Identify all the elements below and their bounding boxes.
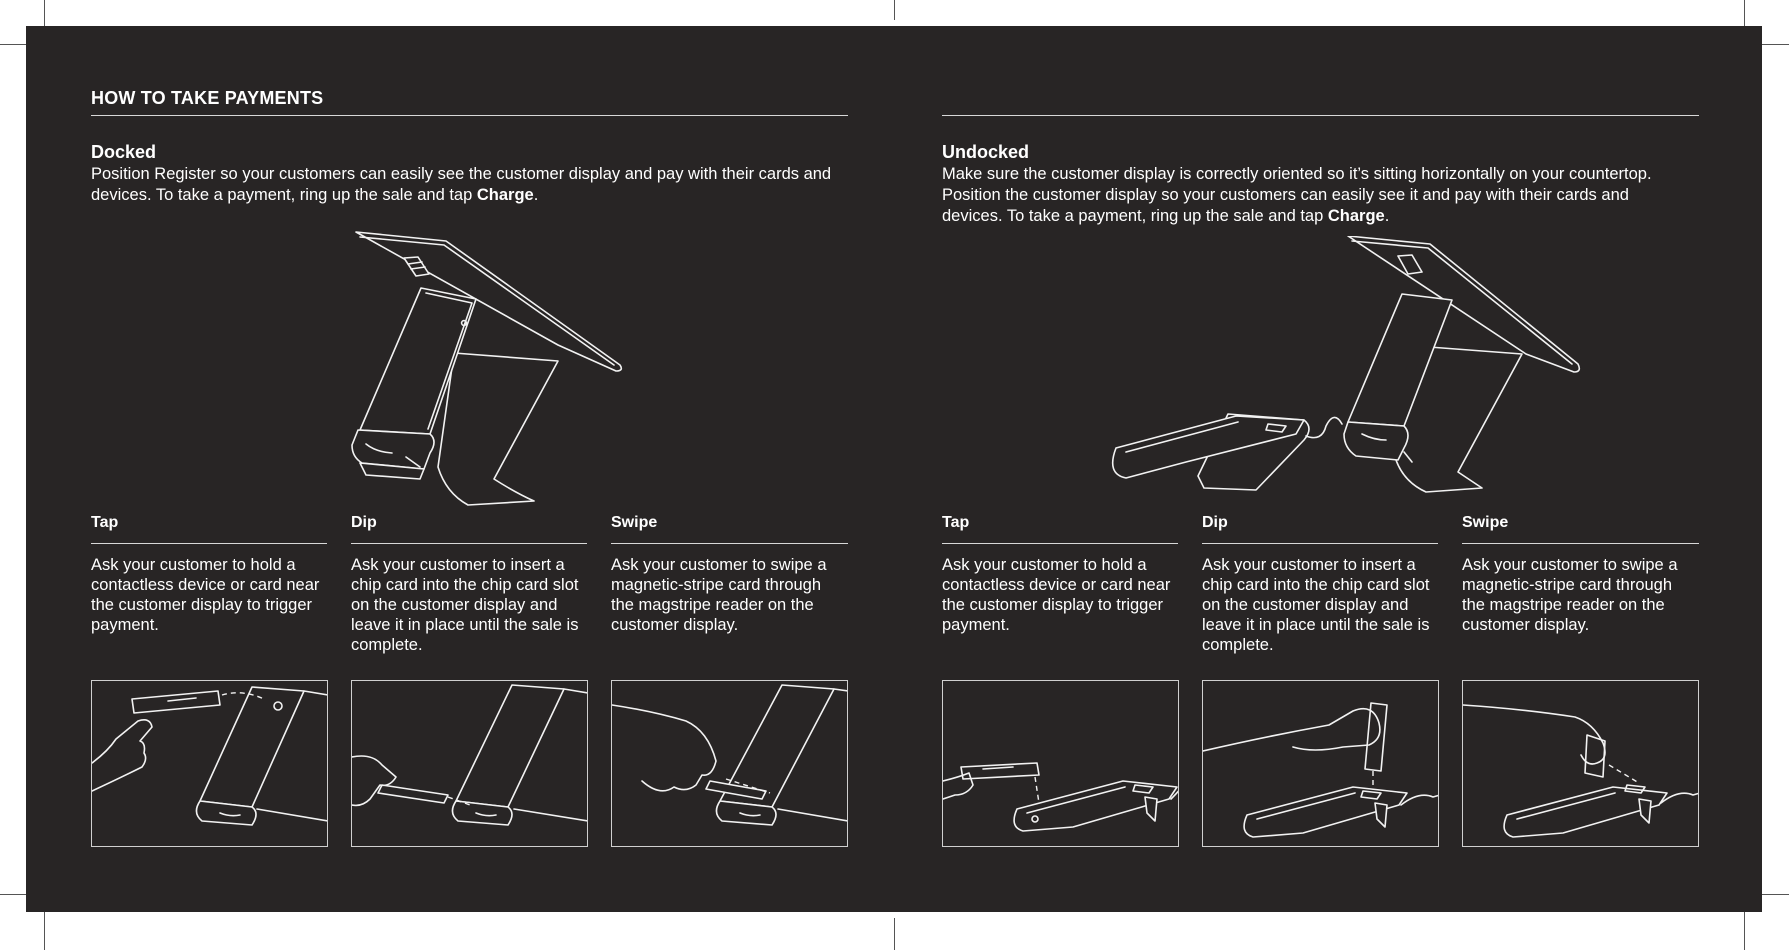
tap-column: Tap Ask your customer to hold a contactl…	[942, 514, 1178, 634]
column-text: Ask your customer to insert a chip card …	[351, 556, 579, 654]
dip-column: Dip Ask your customer to insert a chip c…	[351, 514, 587, 654]
column-title: Tap	[91, 514, 119, 531]
crop-mark	[44, 0, 45, 28]
column-title: Dip	[1202, 514, 1228, 531]
crop-mark	[44, 912, 45, 950]
undocked-register-illustration	[1111, 236, 1581, 493]
docked-register-illustration	[351, 231, 623, 506]
crop-mark	[894, 0, 895, 20]
section-text-docked: Position Register so your customers can …	[91, 165, 832, 204]
tap-illustration	[91, 680, 328, 847]
crop-mark	[1744, 912, 1745, 950]
booklet-spread: HOW TO TAKE PAYMENTS Docked Position Reg…	[26, 26, 1762, 912]
crop-mark	[1744, 0, 1745, 28]
right-payment-columns: Tap Ask your customer to hold a contactl…	[942, 514, 1699, 874]
column-text: Ask your customer to swipe a magnetic-st…	[611, 556, 827, 634]
column-rule	[91, 543, 327, 544]
swipe-column: Swipe Ask your customer to swipe a magne…	[611, 514, 848, 634]
page-title: HOW TO TAKE PAYMENTS	[91, 88, 324, 108]
column-title: Tap	[942, 514, 970, 531]
left-payment-columns: Tap Ask your customer to hold a contactl…	[91, 514, 848, 874]
crop-mark	[1762, 894, 1789, 895]
tap-illustration	[942, 680, 1179, 847]
crop-mark	[0, 44, 28, 45]
crop-mark	[0, 894, 28, 895]
swipe-column: Swipe Ask your customer to swipe a magne…	[1462, 514, 1699, 634]
column-rule	[1202, 543, 1438, 544]
dip-column: Dip Ask your customer to insert a chip c…	[1202, 514, 1438, 654]
column-rule	[942, 543, 1178, 544]
section-text-undocked: Make sure the customer display is correc…	[942, 165, 1652, 225]
column-text: Ask your customer to hold a contactless …	[942, 556, 1171, 634]
column-title: Swipe	[1462, 514, 1509, 531]
section-heading-undocked: Undocked	[942, 142, 1030, 162]
column-text: Ask your customer to insert a chip card …	[1202, 556, 1430, 654]
swipe-illustration	[1462, 680, 1699, 847]
section-heading-docked: Docked	[91, 142, 157, 162]
crop-mark	[1762, 44, 1789, 45]
tap-column: Tap Ask your customer to hold a contactl…	[91, 514, 327, 634]
column-rule	[351, 543, 587, 544]
dip-illustration	[351, 680, 588, 847]
column-title: Dip	[351, 514, 377, 531]
crop-mark	[894, 918, 895, 950]
swipe-illustration	[611, 680, 848, 847]
column-rule	[1462, 543, 1699, 544]
column-rule	[611, 543, 848, 544]
dip-illustration	[1202, 680, 1439, 847]
column-text: Ask your customer to swipe a magnetic-st…	[1462, 556, 1678, 634]
column-title: Swipe	[611, 514, 658, 531]
column-text: Ask your customer to hold a contactless …	[91, 556, 320, 634]
title-rule	[91, 115, 848, 116]
title-rule	[942, 115, 1699, 116]
